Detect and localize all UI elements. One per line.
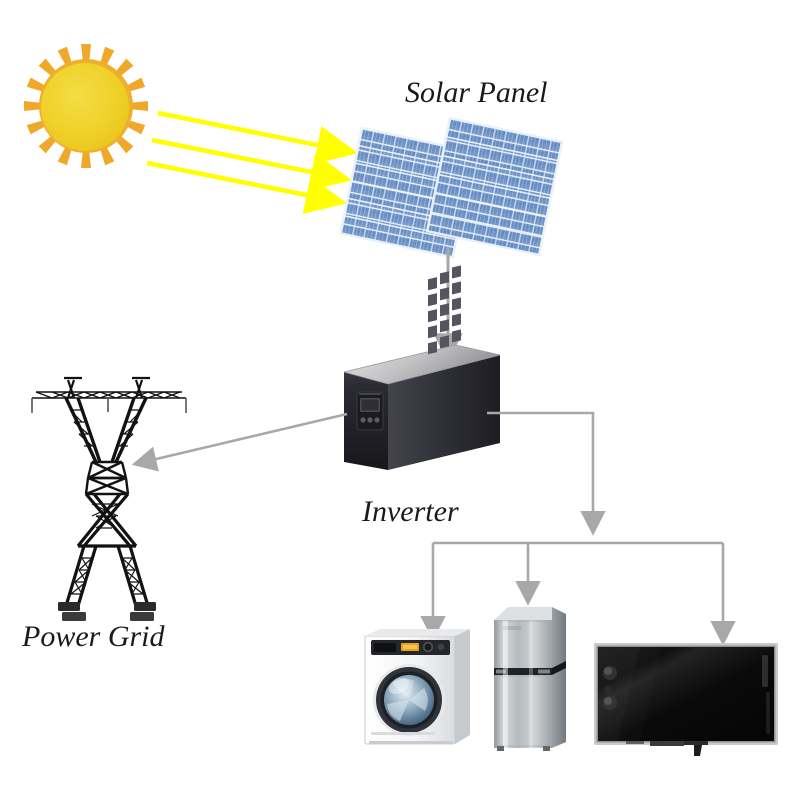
refrigerator-appliance (494, 607, 566, 751)
inverter-vents (428, 265, 461, 355)
television-appliance (594, 643, 778, 756)
solar-panel-array (339, 116, 564, 259)
washing-machine-appliance (364, 629, 470, 745)
connector-inverter-to-appliances (420, 411, 736, 646)
power-grid-tower (31, 376, 187, 621)
connector-inverter-to-grid (131, 412, 348, 472)
inverter-label: Inverter (362, 495, 459, 528)
inverter-control-panel (356, 391, 384, 431)
inverter-device (343, 265, 501, 470)
power-grid-label: Power Grid (22, 620, 165, 653)
solar-panel-label: Solar Panel (405, 76, 548, 109)
solar-panel-right (425, 116, 564, 257)
sun-icon (24, 44, 148, 168)
sunbeam-arrows (146, 110, 359, 215)
sunbeam-arrow-3 (146, 160, 348, 215)
sunbeam-arrow-1 (157, 110, 359, 165)
sunbeam-arrow-2 (151, 137, 353, 192)
